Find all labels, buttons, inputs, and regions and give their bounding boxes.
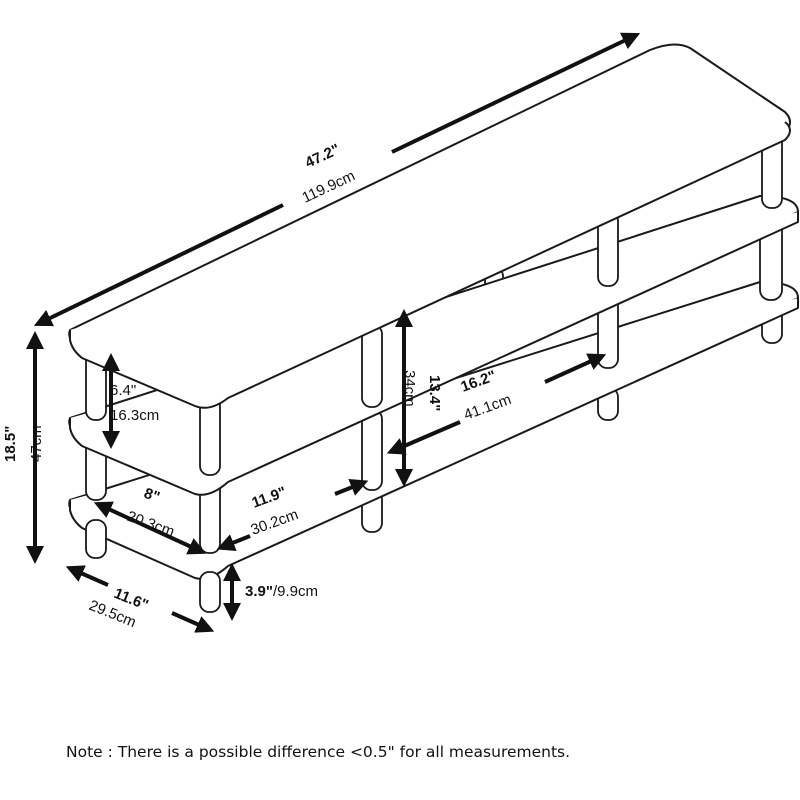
top-shelf [68, 43, 791, 409]
total-width-arrow [33, 203, 284, 327]
side-width-arrow [216, 534, 251, 552]
center-height-in-label: 13.4" [426, 375, 443, 411]
leg-height-label: 3.9"/9.9cm [245, 583, 318, 600]
total-height-cm-label: 47cm [28, 425, 45, 462]
center-height-cm-label: 34cm [401, 370, 418, 407]
total-width-in-label: 47.2" [303, 141, 343, 172]
side-gap-in-label: 6.4" [110, 382, 136, 399]
dimension-arrows [26, 32, 641, 633]
measurement-note: Note : There is a possible difference <0… [66, 743, 571, 761]
side-gap-cm-label: 16.3cm [110, 407, 159, 424]
side-depth-arrow [93, 501, 207, 555]
total-height-in-label: 18.5" [2, 426, 19, 462]
side-depth-in-label: 8" [142, 485, 162, 506]
center-width-arrow [386, 420, 461, 455]
depth-arrow [65, 565, 109, 587]
